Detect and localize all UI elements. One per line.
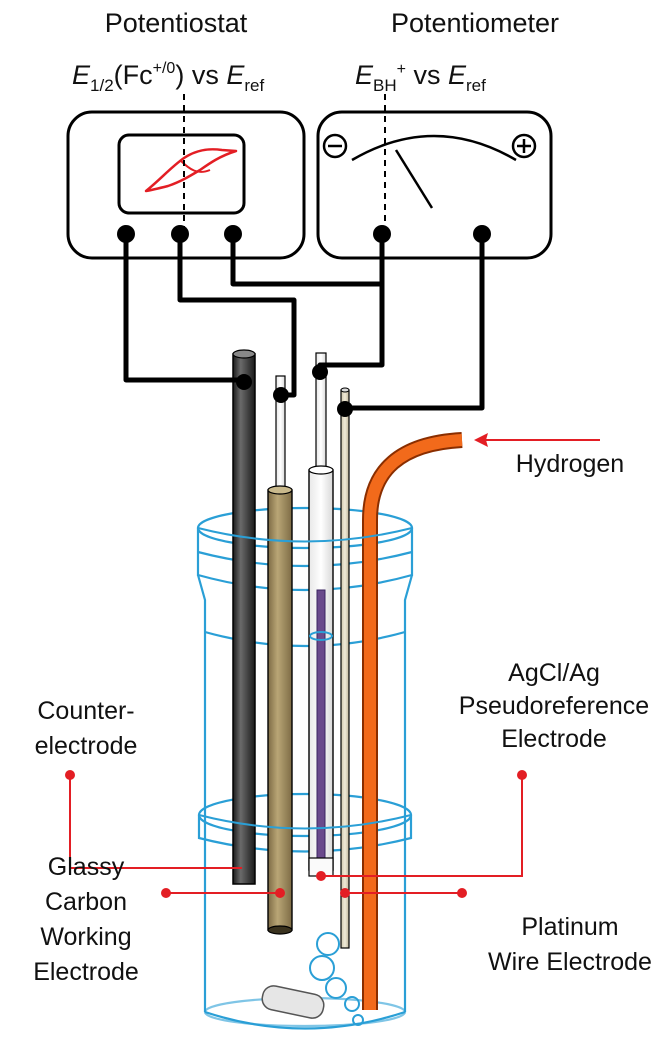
electrode-contacts: [236, 364, 353, 417]
counter-pointer: [69, 775, 242, 869]
hydrogen-bubbles: [309, 932, 364, 1026]
formula-e-ref: E: [226, 60, 245, 90]
counter-label-1: Counter-: [37, 697, 134, 725]
potentiometer-box: [316, 94, 553, 260]
formula-sup: +: [397, 61, 406, 78]
formula-vs: vs: [406, 60, 448, 90]
formula-ref-sub: ref: [466, 76, 486, 95]
counter-label-2: electrode: [35, 732, 138, 760]
wiring: [123, 236, 485, 411]
formula-e: E: [355, 60, 374, 90]
gc-label-3: Working: [40, 923, 131, 951]
hydrogen-tube: [362, 432, 463, 1010]
platinum-electrode: [340, 387, 350, 949]
plus-terminal-icon: [511, 133, 537, 159]
formula-sub: 1/2: [90, 76, 114, 95]
minus-terminal-icon: [322, 133, 348, 159]
cell-vessel: [196, 506, 414, 1030]
potentiostat-title: Potentiostat: [105, 8, 248, 38]
cv-screen: [117, 133, 246, 215]
potentiostat-box: [66, 94, 306, 260]
pt-label-1: Platinum: [521, 913, 618, 941]
cv-trace: [144, 148, 238, 193]
reference-label-2: Pseudoreference: [459, 692, 649, 720]
gc-label-2: Carbon: [45, 888, 127, 916]
meter-needle: [394, 149, 434, 209]
gc-label-4: Electrode: [33, 958, 139, 986]
glassy-carbon-electrode: [267, 375, 293, 935]
formula-e: E: [72, 60, 91, 90]
formula-close: ): [175, 60, 184, 90]
formula-ref-sub: ref: [244, 76, 264, 95]
hydrogen-arrow-head: [474, 433, 488, 447]
stir-bar: [261, 985, 325, 1019]
formula-sub: BH: [373, 76, 397, 95]
reference-pointer-dot: [517, 770, 527, 780]
instrument-terminals: [117, 225, 491, 243]
pt-pointer-dot: [457, 888, 467, 898]
potentiometer-formula: EBH+ vs Eref: [355, 60, 486, 95]
hydrogen-label: Hydrogen: [516, 450, 624, 478]
formula-vs: vs: [184, 60, 226, 90]
pt-label-2: Wire Electrode: [488, 948, 652, 976]
meter-scale-arc: [351, 134, 517, 162]
reference-electrode: [308, 352, 334, 877]
formula-sup: +/0: [153, 60, 176, 77]
reference-label-3: Electrode: [501, 725, 607, 753]
counter-electrode: [232, 349, 256, 885]
reference-pointer: [321, 775, 523, 877]
reference-label-1: AgCl/Ag: [508, 659, 600, 687]
gc-label-1: Glassy: [48, 853, 125, 881]
gc-pointer-dot: [161, 888, 171, 898]
potentiometer-title: Potentiometer: [391, 8, 559, 38]
potentiostat-formula: E1/2(Fc+/0) vs Eref: [72, 60, 264, 95]
formula-e-ref: E: [448, 60, 467, 90]
cell-ring-front: [197, 527, 413, 830]
counter-pointer-dot: [65, 770, 75, 780]
formula-fc: (Fc: [114, 60, 153, 90]
